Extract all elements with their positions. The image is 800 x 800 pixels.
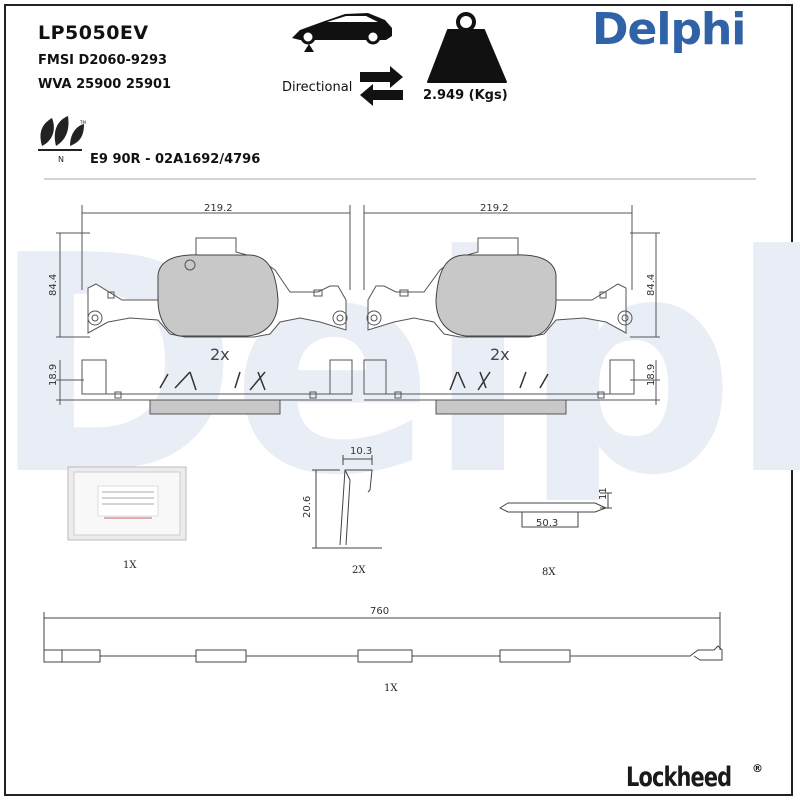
brake-pad-left [56, 205, 353, 415]
pad-left-height-dim: 84.4 [48, 274, 59, 296]
eco-mark-tm: TM [79, 120, 86, 125]
eco-leaf-icon: N TM [38, 116, 86, 164]
retaining-spring [312, 455, 382, 549]
spring-height-dim: 20.6 [302, 496, 313, 518]
pad-left-count: 2x [210, 345, 230, 364]
spring-width-dim: 10.3 [350, 446, 372, 457]
directional-label: Directional [282, 80, 353, 95]
fmsi-code: FMSI D2060-9293 [38, 53, 168, 68]
registered-mark: ® [752, 762, 763, 775]
weight-value: 2.949 (Kgs) [423, 88, 508, 103]
pad-right-count: 2x [490, 345, 510, 364]
page-frame [4, 4, 793, 796]
part-number: LP5050EV [38, 22, 149, 44]
weight-icon [427, 12, 507, 83]
directional-arrows-icon [360, 66, 403, 106]
clip-width-dim: 50.3 [536, 518, 558, 529]
grease-packet [67, 466, 187, 541]
delphi-logo: Delphi [592, 4, 746, 55]
eco-mark-letter: N [58, 155, 64, 164]
pad-right-width-dim: 219.2 [480, 203, 509, 214]
sensor-qty: 1X [384, 683, 398, 694]
brake-pad-right [363, 205, 660, 415]
car-icon [292, 13, 392, 52]
pad-left-thickness-dim: 18.9 [48, 364, 59, 386]
wear-sensor-cable [43, 612, 723, 663]
pad-right-thickness-dim: 18.9 [646, 364, 657, 386]
ece-approval: E9 90R - 02A1692/4796 [90, 152, 261, 167]
grease-packet-qty: 1X [123, 560, 137, 571]
sensor-length-dim: 760 [370, 606, 389, 617]
spring-qty: 2X [352, 565, 366, 576]
lockheed-logo: Lockheed [626, 762, 732, 793]
pad-right-height-dim: 84.4 [646, 274, 657, 296]
wva-code: WVA 25900 25901 [38, 77, 172, 92]
clip-height-dim: 11 [598, 487, 609, 500]
pad-left-width-dim: 219.2 [204, 203, 233, 214]
anti-rattle-clip [498, 492, 612, 528]
clip-qty: 8X [542, 567, 556, 578]
